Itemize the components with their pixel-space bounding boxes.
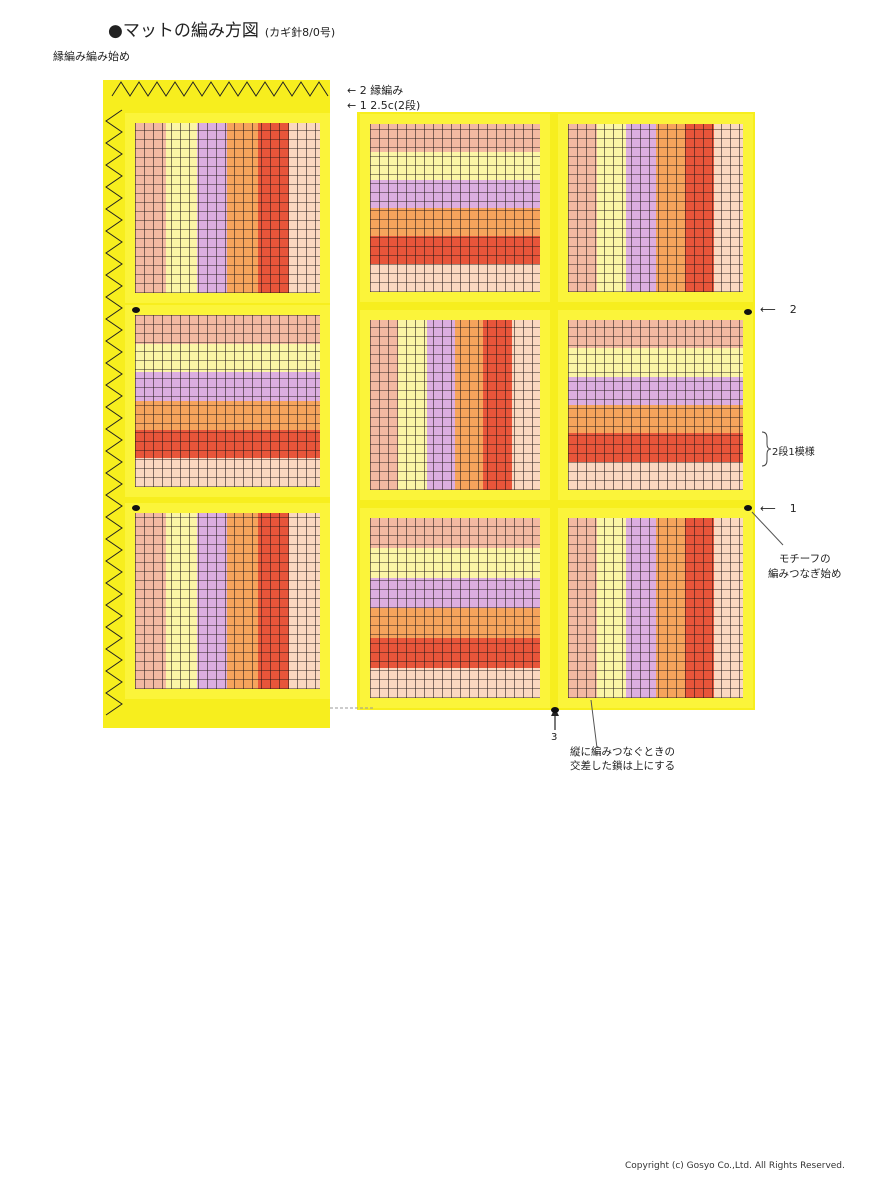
- title-main: ●マットの編み方図: [108, 21, 259, 41]
- crossing-note: 縦に編みつなぐときの交差した鎖は上にする: [570, 745, 675, 773]
- join-start-dot: [132, 307, 140, 313]
- join-start-note: モチーフの編みつなぎ始め: [768, 552, 842, 582]
- row1-num: 1: [359, 99, 367, 112]
- crossing-leader: [590, 699, 598, 749]
- join-start-line2: 編みつなぎ始め: [768, 568, 842, 580]
- row1-text: 2.5c(2段): [370, 99, 421, 112]
- join-row2-label: ⟵ 2: [760, 303, 797, 316]
- join-start-dot: [744, 505, 752, 511]
- row1-label: ← 1 2.5c(2段): [347, 99, 421, 112]
- join-start-dot: [132, 505, 140, 511]
- join-row2-num: 2: [789, 303, 797, 316]
- join-row1-label: ⟵ 1: [760, 502, 797, 515]
- join-start-leader: [751, 511, 784, 546]
- join-start-dot: [551, 707, 559, 713]
- row2-label: ← 2 縁編み: [347, 84, 404, 97]
- crossing-note-line1: 縦に編みつなぐときの: [570, 746, 675, 758]
- join-col3-num: 3: [551, 732, 558, 743]
- copyright: Copyright (c) Gosyo Co.,Ltd. All Rights …: [625, 1161, 845, 1171]
- border-zigzag-left: [105, 109, 123, 716]
- join-row1-num: 1: [789, 502, 797, 515]
- pattern-repeat-label: 2段1模様: [772, 447, 815, 458]
- pattern-brace: [761, 431, 772, 467]
- row2-text: 縁編み: [370, 84, 404, 97]
- border-start-label: 縁編み編み始め: [53, 50, 130, 63]
- border-zigzag-top: [111, 81, 329, 97]
- crossing-note-line2: 交差した鎖は上にする: [570, 760, 676, 772]
- join-start-line1: モチーフの: [778, 553, 831, 565]
- hook-size: (カギ針8/0号): [264, 26, 336, 39]
- join-start-dot: [744, 309, 752, 315]
- page-title: ●マットの編み方図 (カギ針8/0号): [108, 16, 335, 41]
- row2-num: 2: [359, 84, 367, 97]
